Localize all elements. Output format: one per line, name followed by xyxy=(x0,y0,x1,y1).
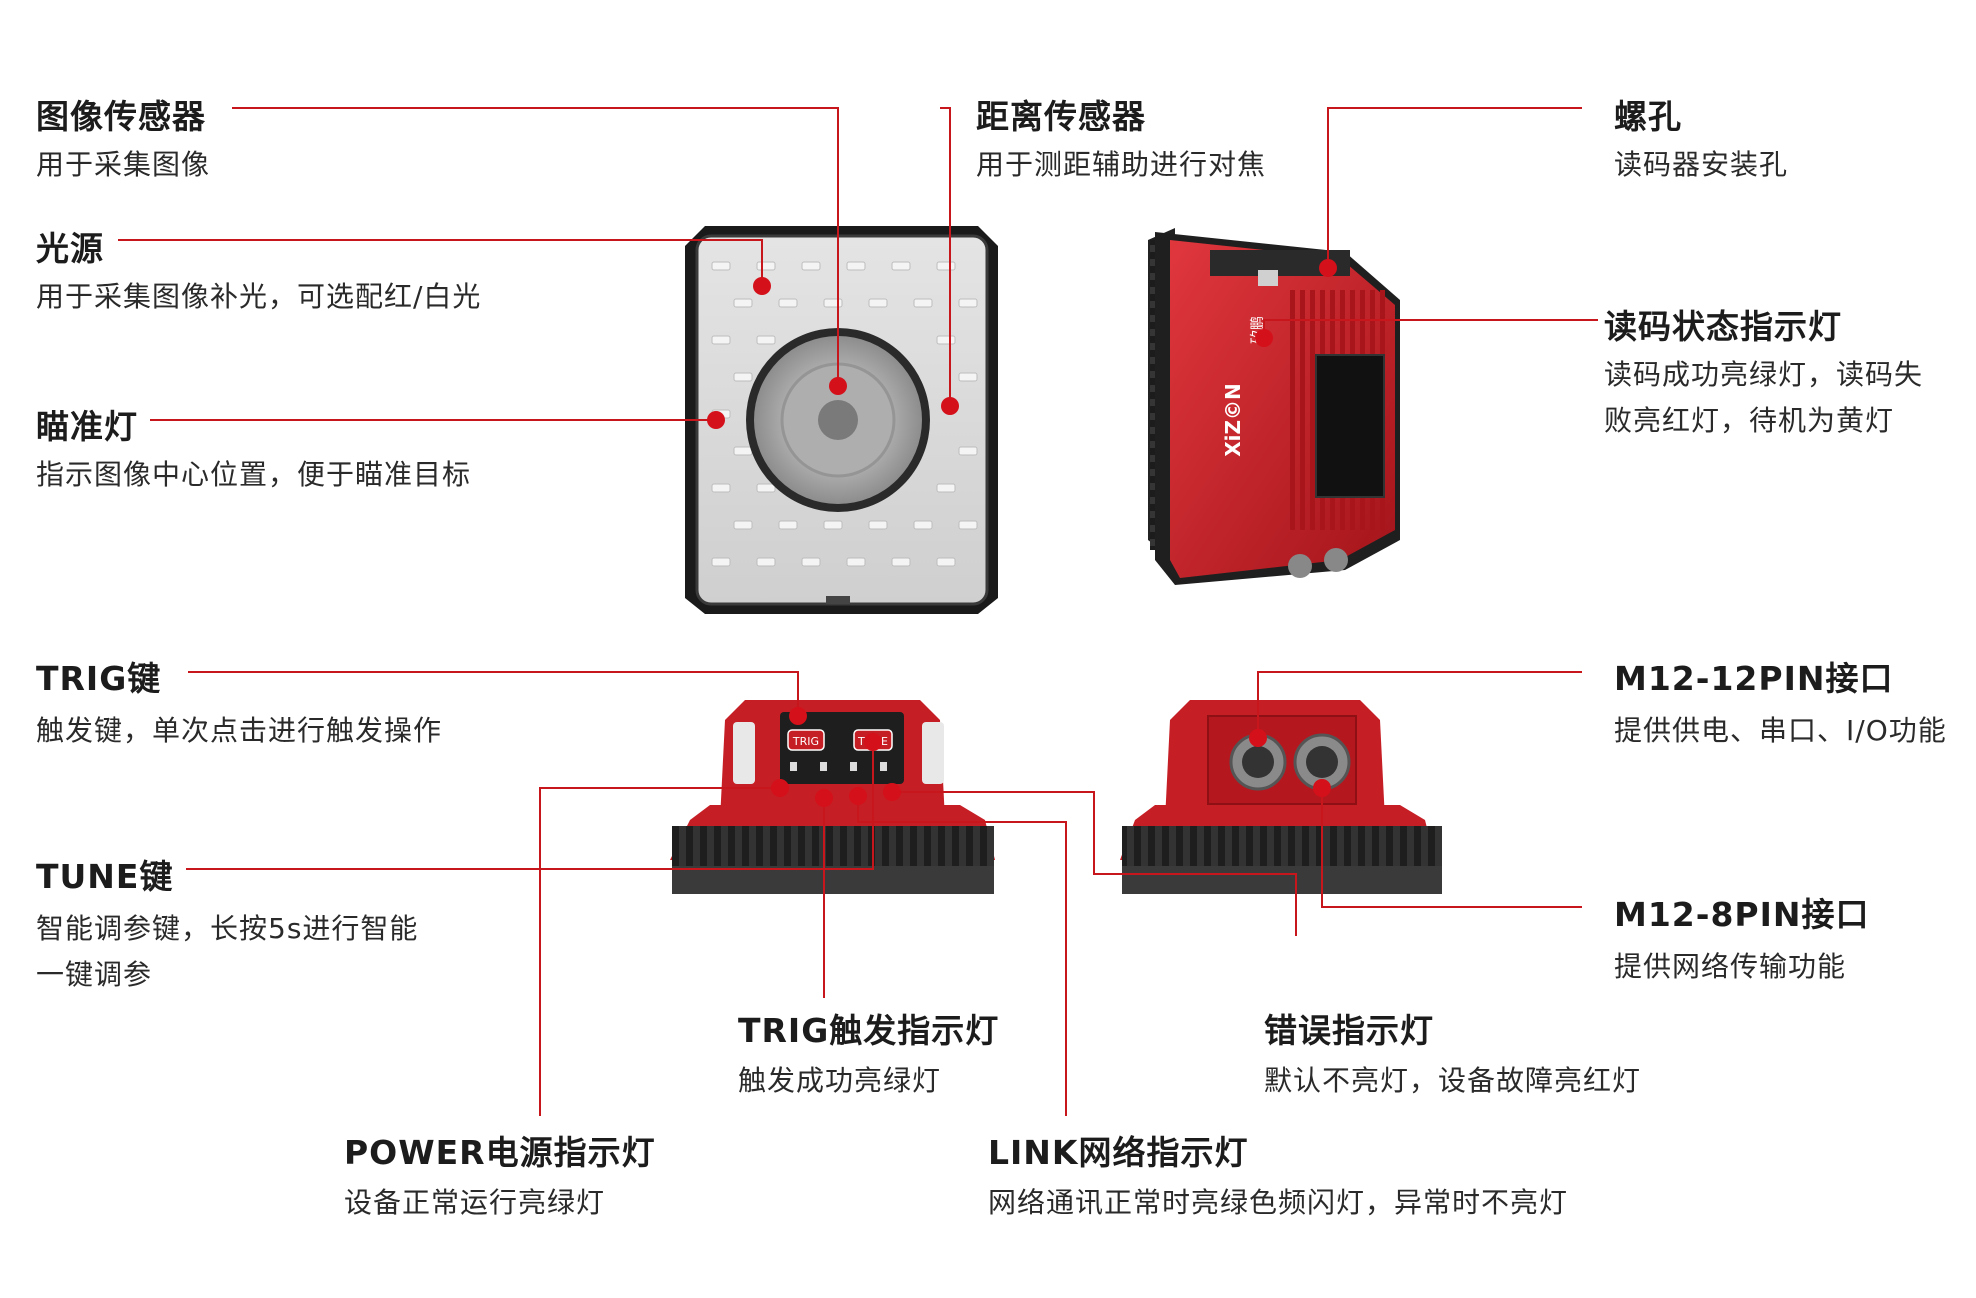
front-view-device xyxy=(685,226,998,614)
led-icon xyxy=(958,298,978,308)
led-icon xyxy=(958,372,978,382)
led-icon xyxy=(913,298,933,308)
callout-error-led: 错误指示灯 默认不亮灯，设备故障亮红灯 xyxy=(1264,1011,1642,1097)
callout-aiming-light: 瞄准灯 指示图像中心位置，便于瞄准目标 xyxy=(36,407,472,491)
callout-power-led: POWER电源指示灯 设备正常运行亮绿灯 xyxy=(344,1133,656,1219)
light-source-led-grid xyxy=(711,261,978,567)
callout-trig-key: TRIG键 触发键，单次点击进行触发操作 xyxy=(36,659,443,747)
callout-distance-sensor: 距离传感器 用于测距辅助进行对焦 xyxy=(976,97,1267,181)
callout-screw-hole: 螺孔 读码器安装孔 xyxy=(1614,97,1789,181)
callout-dots xyxy=(707,259,1337,807)
led-icon xyxy=(936,335,956,345)
led-icon xyxy=(823,520,843,530)
led-icon xyxy=(846,557,866,567)
led-icon xyxy=(733,298,753,308)
callout-tune-key: TUNE键 智能调参键，长按5s进行智能 一键调参 xyxy=(36,857,419,991)
brand-logo-icon: XiZ©N xyxy=(1221,383,1245,457)
callout-m12-8pin: M12-8PIN接口 提供网络传输功能 xyxy=(1614,895,1870,983)
led-icon xyxy=(711,557,731,567)
led-icon xyxy=(778,298,798,308)
led-icon xyxy=(711,483,731,493)
led-icon xyxy=(936,483,956,493)
svg-text:TRIG: TRIG xyxy=(792,735,819,748)
led-icon xyxy=(823,298,843,308)
fin-icon xyxy=(1310,290,1315,530)
led-icon xyxy=(778,520,798,530)
led-icon xyxy=(891,557,911,567)
led-icon xyxy=(756,483,776,493)
led-icon xyxy=(733,372,753,382)
led-icon xyxy=(891,261,911,271)
side-view-device: XiZ©N 矽鹏 xyxy=(1148,228,1400,585)
led-icon xyxy=(711,261,731,271)
led-icon xyxy=(958,446,978,456)
callout-read-status-led: 读码状态指示灯 读码成功亮绿灯，读码失 败亮红灯，待机为黄灯 xyxy=(1604,307,1924,437)
led-icon xyxy=(756,335,776,345)
callout-image-sensor: 图像传感器 用于采集图像 xyxy=(36,97,211,181)
led-icon xyxy=(936,261,956,271)
led-icon xyxy=(958,520,978,530)
leader-lines xyxy=(118,107,1598,1116)
fin-icon xyxy=(1290,290,1295,530)
led-icon xyxy=(868,520,888,530)
led-icon xyxy=(711,335,731,345)
led-icon xyxy=(868,298,888,308)
led-icon xyxy=(733,446,753,456)
led-icon xyxy=(801,261,821,271)
led-icon xyxy=(733,520,753,530)
led-icon xyxy=(756,261,776,271)
callout-light-source: 光源 用于采集图像补光，可选配红/白光 xyxy=(36,229,482,313)
connector-device xyxy=(1120,700,1442,894)
led-icon xyxy=(801,557,821,567)
fin-icon xyxy=(1300,290,1305,530)
led-icon xyxy=(846,261,866,271)
callout-trig-led: TRIG触发指示灯 触发成功亮绿灯 xyxy=(738,1011,1000,1097)
callout-link-led: LINK网络指示灯 网络通讯正常时亮绿色频闪灯，异常时不亮灯 xyxy=(988,1133,1569,1219)
led-icon xyxy=(756,557,776,567)
callout-m12-12pin: M12-12PIN接口 提供供电、串口、I/O功能 xyxy=(1614,659,1947,747)
led-icon xyxy=(936,557,956,567)
led-icon xyxy=(913,520,933,530)
